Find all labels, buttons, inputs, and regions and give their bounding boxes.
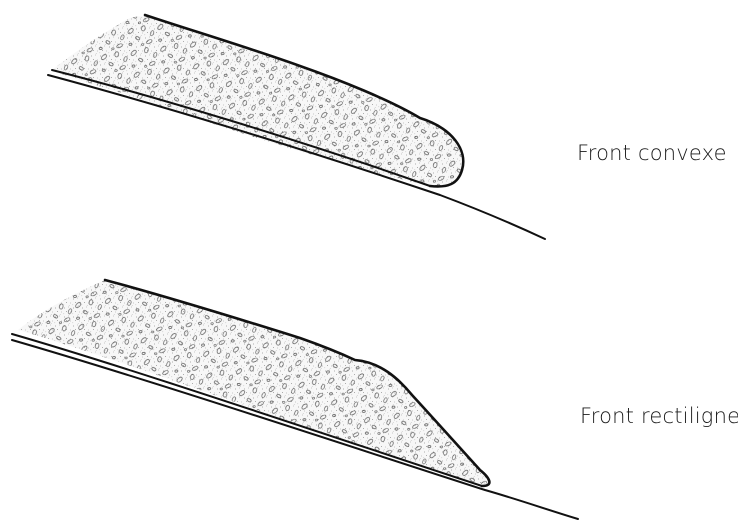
rectilinear-flow-clasts [18,280,488,484]
rectilinear-front-label: Front rectiligne [580,404,738,428]
convex-front-label: Front convexe [577,141,727,165]
rectilinear-front-figure [12,280,578,519]
convex-flow-clasts [52,16,463,186]
convex-front-figure [48,15,545,239]
